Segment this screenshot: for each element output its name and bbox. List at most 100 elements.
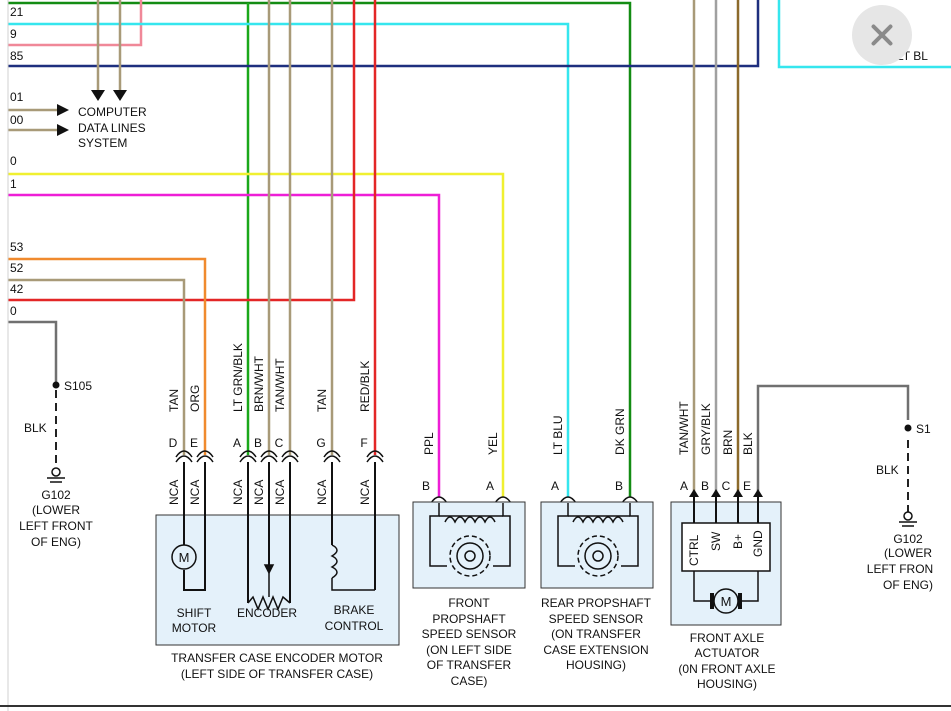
svg-text:REAR PROPSHAFT: REAR PROPSHAFT — [541, 596, 652, 610]
pin-label: 01 — [10, 90, 24, 104]
svg-text:A: A — [551, 479, 559, 493]
svg-text:FRONT: FRONT — [448, 596, 490, 610]
wire-color-labels: TAN ORG LT GRN/BLK BRN/WHT TAN/WHT TAN R… — [167, 343, 372, 412]
svg-text:GRY/BLK: GRY/BLK — [699, 403, 713, 455]
svg-text:ACTUATOR: ACTUATOR — [695, 646, 760, 660]
svg-text:B+: B+ — [731, 534, 745, 549]
pin-label: 0 — [10, 304, 17, 318]
left-pin-numbers: 21 9 85 01 00 0 1 53 52 42 0 — [10, 5, 24, 318]
svg-text:A: A — [680, 479, 688, 493]
svg-text:GND: GND — [751, 530, 765, 557]
svg-text:HOUSING): HOUSING) — [566, 658, 626, 672]
svg-text:BRAKE: BRAKE — [334, 603, 375, 617]
axle-caption: FRONT AXLE ACTUATOR (0N FRONT AXLE HOUSI… — [678, 631, 775, 691]
splice-dot-s1 — [904, 424, 912, 432]
svg-text:TAN: TAN — [315, 389, 329, 412]
wire-dk-grn — [8, 1, 632, 497]
pin-label: 9 — [10, 27, 17, 41]
ground-symbol-left — [47, 467, 65, 483]
svg-text:FRONT AXLE: FRONT AXLE — [690, 631, 764, 645]
wire-org — [8, 257, 207, 455]
svg-text:(LOWER: (LOWER — [884, 546, 932, 560]
svg-text:HOUSING): HOUSING) — [697, 677, 757, 691]
svg-text:TAN/WHT: TAN/WHT — [677, 401, 691, 455]
svg-text:B: B — [701, 479, 709, 493]
svg-text:TAN/WHT: TAN/WHT — [273, 358, 287, 412]
svg-text:NCA: NCA — [273, 480, 287, 505]
rear-propshaft-speed-sensor: LT BLU DK GRN A B REAR PROPSHAFT SPEED S… — [540, 408, 654, 672]
ground-wire-label-right: BLK — [876, 463, 899, 477]
splice-label-left: S105 — [64, 379, 92, 393]
svg-text:NCA: NCA — [167, 480, 181, 505]
wire-pink — [8, 0, 143, 47]
splice-label-right: S1 — [916, 422, 931, 436]
pin-label: 21 — [10, 5, 24, 19]
shift-motor-icon: M — [171, 544, 206, 591]
rear-sensor-caption: REAR PROPSHAFT SPEED SENSOR (ON TRANSFER… — [541, 596, 652, 672]
close-icon[interactable] — [852, 5, 912, 65]
wire-red-loop — [8, 0, 356, 302]
svg-text:(ON TRANSFER: (ON TRANSFER — [551, 627, 641, 641]
svg-text:(ON LEFT SIDE: (ON LEFT SIDE — [426, 643, 512, 657]
svg-text:TRANSFER CASE ENCODER MOTOR: TRANSFER CASE ENCODER MOTOR — [171, 651, 383, 665]
axle-control-box — [681, 522, 771, 572]
svg-text:(LEFT SIDE OF TRANSFER CASE): (LEFT SIDE OF TRANSFER CASE) — [181, 667, 373, 681]
svg-text:A: A — [486, 479, 494, 493]
front-propshaft-speed-sensor: PPL YEL B A FRONT PROPSHAFT SPEED SENSOR… — [412, 432, 526, 688]
svg-text:SW: SW — [709, 531, 723, 551]
svg-text:(0N FRONT AXLE: (0N FRONT AXLE — [678, 662, 775, 676]
svg-text:E: E — [743, 479, 751, 493]
pin-label: 53 — [10, 240, 24, 254]
front-axle-actuator: TAN/WHT GRY/BLK BRN BLK A B C E CTRL SW … — [670, 401, 782, 691]
brake-coil-icon — [330, 544, 375, 591]
encoder-icon — [247, 564, 291, 611]
ground-dashes — [55, 390, 909, 512]
svg-text:BRN/WHT: BRN/WHT — [252, 355, 266, 412]
pin-label: 85 — [10, 49, 24, 63]
svg-text:ORG: ORG — [188, 385, 202, 412]
svg-text:B: B — [254, 436, 262, 450]
transfer-case-module-box — [155, 514, 400, 646]
wire-navy — [8, 0, 760, 68]
wire-tan-d — [8, 278, 186, 455]
svg-text:DK GRN: DK GRN — [613, 408, 627, 455]
svg-text:RED/BLK: RED/BLK — [358, 361, 372, 412]
transfer-case-encoder-motor: TAN ORG LT GRN/BLK BRN/WHT TAN/WHT TAN R… — [155, 343, 400, 681]
wire-gray-ground — [8, 320, 58, 385]
sensor-coil-icon — [557, 503, 639, 567]
data-arrows — [57, 90, 127, 136]
svg-text:CTRL: CTRL — [687, 534, 701, 566]
svg-text:NCA: NCA — [358, 480, 372, 505]
pin-letters: D E A B C G F — [169, 436, 368, 450]
ground-caption-right: G102 (LOWER LEFT FRON OF ENG) — [867, 532, 933, 592]
svg-text:SYSTEM: SYSTEM — [78, 136, 127, 150]
pin-label: 0 — [10, 154, 17, 168]
pin-label: 52 — [10, 261, 24, 275]
wire-ppl — [8, 193, 441, 497]
svg-text:G: G — [316, 436, 325, 450]
svg-text:OF ENG): OF ENG) — [883, 578, 933, 592]
sensor-coil-icon — [429, 503, 511, 567]
svg-text:LEFT FRONT: LEFT FRONT — [19, 519, 93, 533]
svg-text:MOTOR: MOTOR — [172, 621, 217, 635]
gear-icon — [449, 535, 491, 577]
svg-text:OF TRANSFER: OF TRANSFER — [427, 658, 512, 672]
svg-text:F: F — [360, 436, 367, 450]
svg-text:NCA: NCA — [252, 480, 266, 505]
svg-text:B: B — [615, 479, 623, 493]
svg-text:SPEED SENSOR: SPEED SENSOR — [422, 627, 517, 641]
svg-text:OF ENG): OF ENG) — [31, 535, 81, 549]
wires — [8, 0, 951, 497]
svg-text:BRN: BRN — [721, 430, 735, 455]
axle-motor-icon: M — [693, 571, 759, 614]
svg-text:CONTROL: CONTROL — [325, 619, 384, 633]
pin-label: 1 — [10, 177, 17, 191]
svg-text:A: A — [233, 436, 241, 450]
svg-text:E: E — [190, 436, 198, 450]
svg-text:NCA: NCA — [188, 480, 202, 505]
svg-text:M: M — [179, 550, 190, 565]
transfer-case-caption: TRANSFER CASE ENCODER MOTOR (LEFT SIDE O… — [171, 651, 383, 681]
svg-text:SPEED SENSOR: SPEED SENSOR — [549, 612, 644, 626]
ground-caption-left: G102 (LOWER LEFT FRONT OF ENG) — [19, 488, 93, 549]
svg-text:LEFT FRON: LEFT FRON — [867, 562, 933, 576]
